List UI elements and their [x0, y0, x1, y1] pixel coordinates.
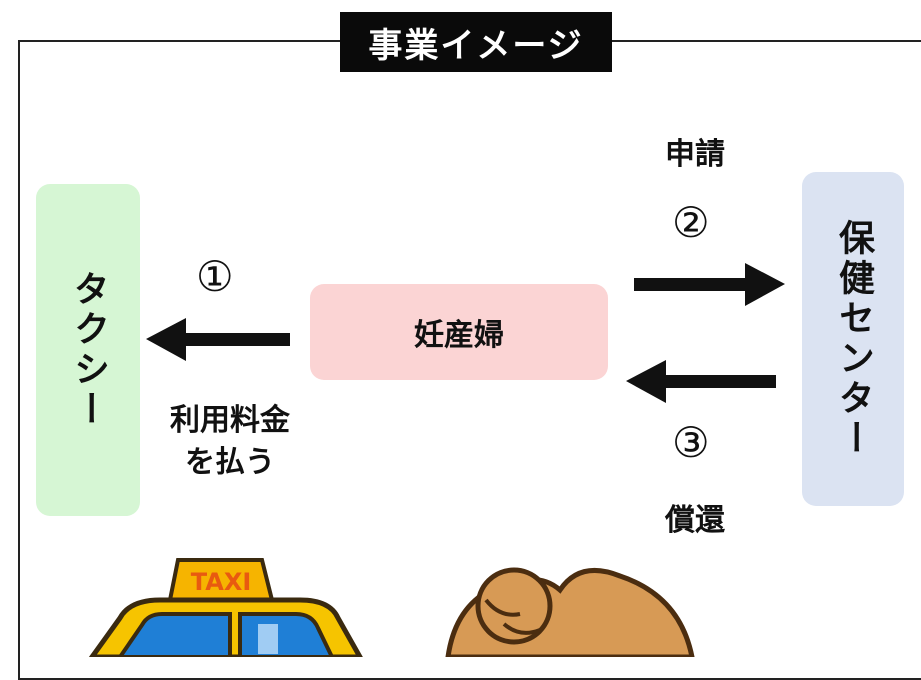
- arrow-step1: [146, 318, 290, 361]
- flow-arrows: [146, 263, 785, 403]
- step2-label: 申請: [665, 137, 725, 172]
- woman-hair-illustration: [445, 567, 695, 657]
- health-center-node: 保健センター: [802, 172, 904, 506]
- step1-label: 利用料金 を払う: [150, 400, 310, 484]
- step1-label-line1: 利用料金: [170, 403, 290, 438]
- step3-label: 償還: [665, 503, 725, 538]
- arrow-step2: [634, 263, 785, 306]
- step1-number: ①: [196, 252, 234, 301]
- taxi-illustration: TAXI: [88, 558, 363, 657]
- step3-number: ③: [672, 418, 710, 467]
- arrow-step3: [626, 360, 776, 403]
- pregnant-woman-node: 妊産婦: [310, 284, 608, 380]
- pregnant-woman-label: 妊産婦: [414, 318, 504, 353]
- taxi-label: タクシー: [68, 270, 109, 430]
- taxi-sign-text: TAXI: [191, 568, 252, 596]
- step1-label-line2: を払う: [185, 445, 275, 480]
- taxi-node: タクシー: [36, 184, 140, 516]
- diagram-title: 事業イメージ: [340, 12, 612, 72]
- step2-number: ②: [672, 198, 710, 247]
- illustration-layer: TAXI: [88, 558, 695, 657]
- health-center-label: 保健センター: [833, 219, 874, 459]
